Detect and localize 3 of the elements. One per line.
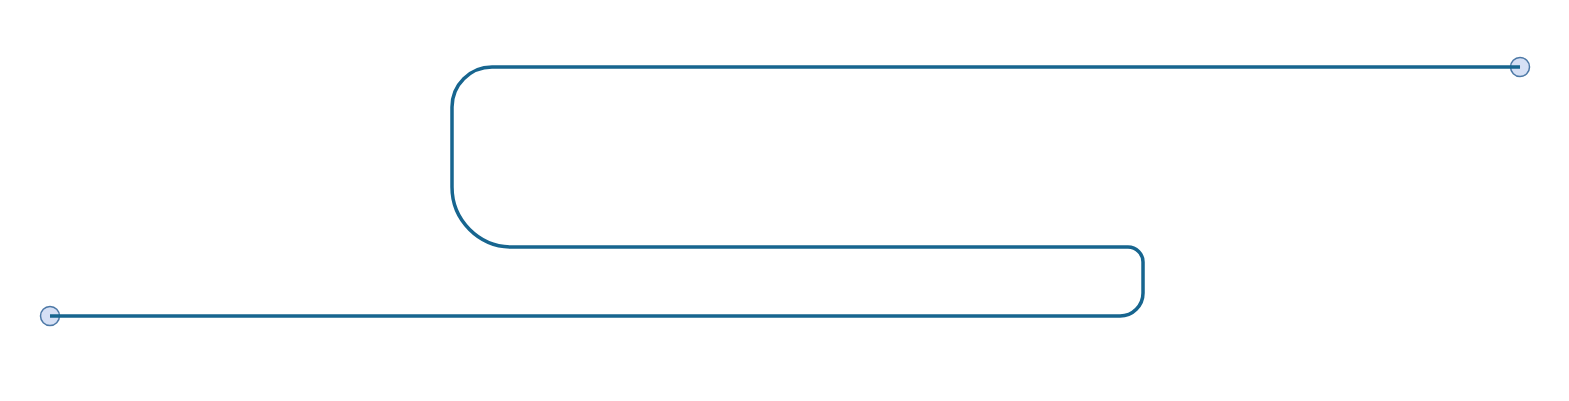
endpoint-circle [39, 305, 61, 327]
endpoint-circle [1509, 56, 1531, 78]
connector-line [50, 65, 1520, 318]
